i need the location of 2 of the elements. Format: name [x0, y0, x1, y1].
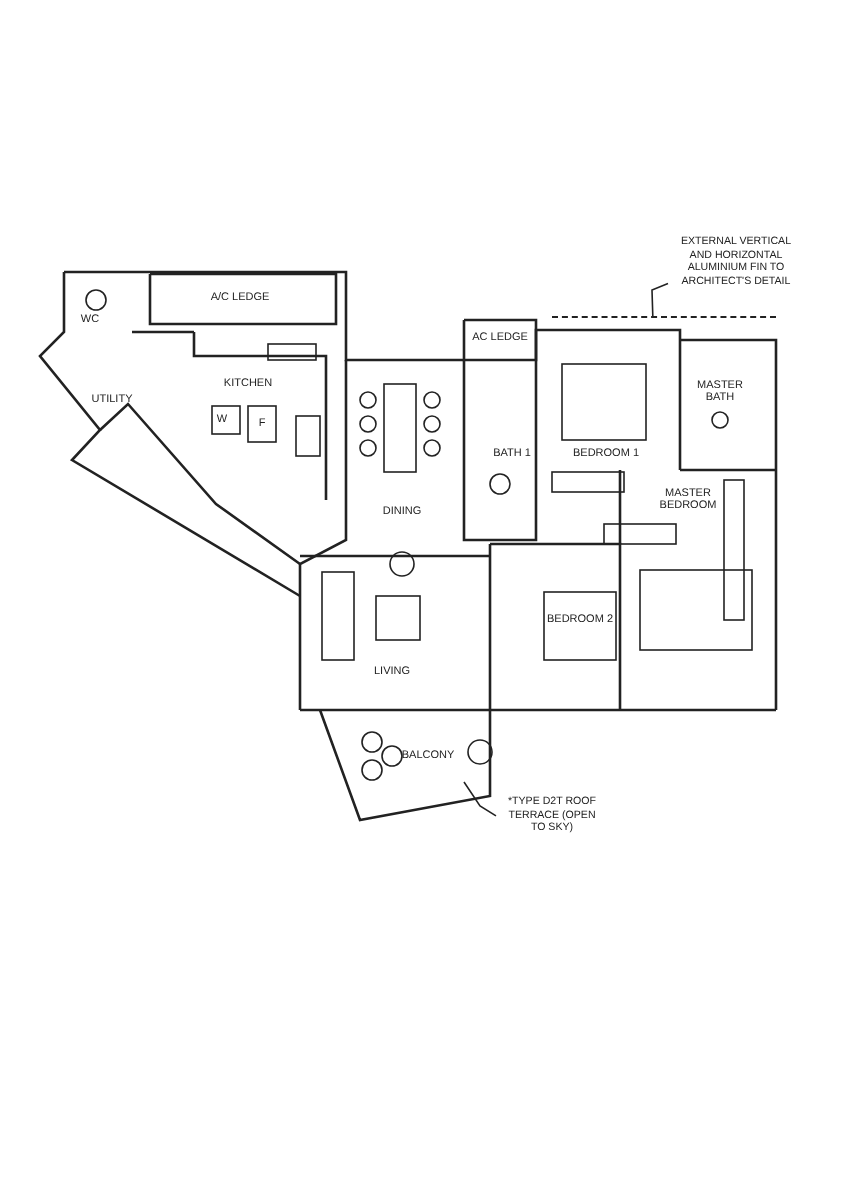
- leader-line: [651, 282, 669, 317]
- leader-line: [463, 781, 497, 817]
